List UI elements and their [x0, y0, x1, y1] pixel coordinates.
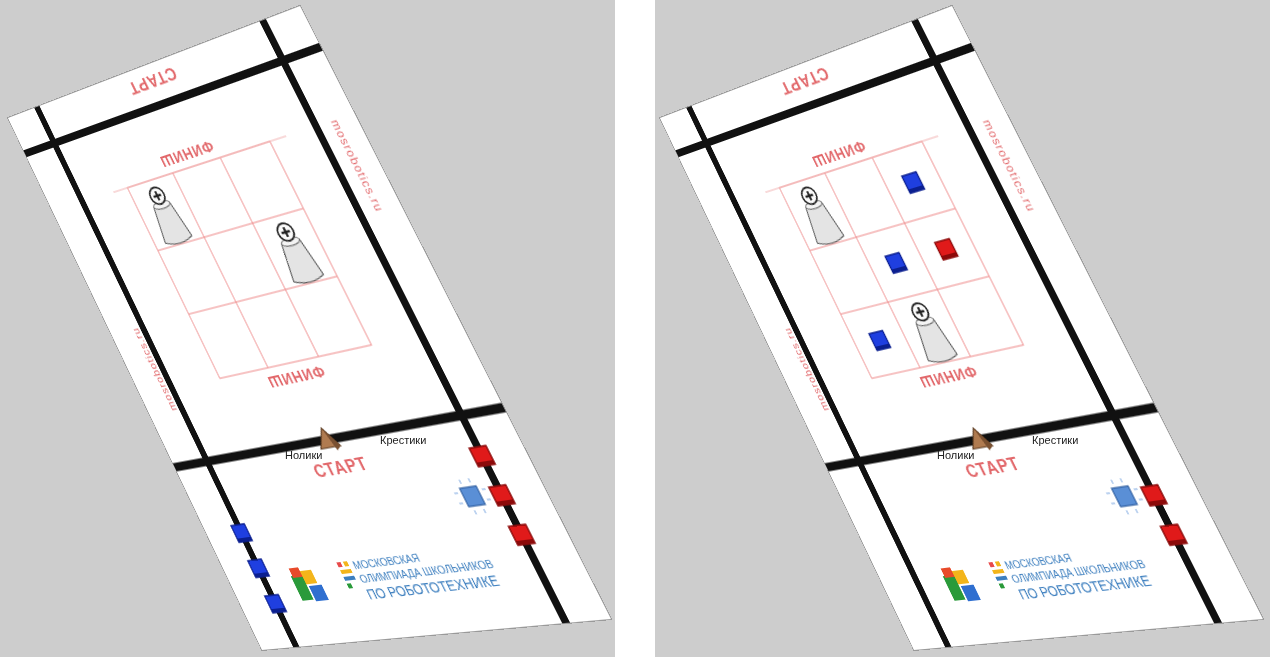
field-text: СТАРТ: [777, 64, 831, 98]
field-text: СТАРТ: [125, 64, 179, 98]
field-text: ФИНИШ: [157, 137, 216, 169]
callout-label: Крестики: [1032, 435, 1078, 446]
field-text: ФИНИШ: [809, 137, 868, 169]
callout-label: Нолики: [937, 450, 974, 461]
callout-label: Нолики: [285, 450, 322, 461]
callout-label: Крестики: [380, 435, 426, 446]
